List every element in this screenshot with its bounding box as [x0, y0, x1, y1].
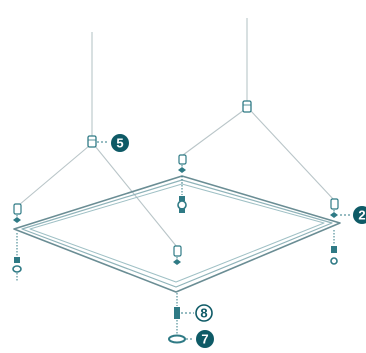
callout-8-label: 8 — [200, 306, 207, 321]
panel-frame — [13, 175, 341, 293]
callout-8: 8 — [195, 304, 213, 322]
frame-outer-edge — [13, 175, 341, 293]
callout-2-label: 2 — [358, 208, 365, 223]
cable-left-to-corner — [18, 145, 90, 206]
suspension-cables — [18, 18, 335, 248]
callout-7-badge — [196, 330, 214, 348]
corner-connector-left — [12, 203, 22, 282]
cable-right-to-back — [182, 109, 245, 156]
callout-5: 5 — [111, 134, 129, 152]
callout-2: 2 — [353, 206, 366, 224]
frame-inner-edge — [29, 183, 325, 283]
corner-connector-right — [330, 198, 350, 265]
hardware-parts — [12, 100, 350, 344]
cable-left-to-front — [94, 145, 178, 248]
callout-7: 7 — [196, 330, 214, 348]
corner-connector-front — [168, 245, 194, 344]
corner-connector-back — [177, 154, 187, 213]
callout-5-badge — [111, 134, 129, 152]
frame-mid-edge — [21, 179, 333, 288]
callout-7-label: 7 — [201, 332, 208, 347]
cable-gripper-left — [87, 135, 107, 148]
callout-8-badge — [195, 304, 213, 322]
callout-2-badge — [353, 206, 366, 224]
cable-gripper-right — [242, 100, 252, 113]
callout-5-label: 5 — [116, 136, 123, 151]
cable-right-to-corner — [249, 109, 335, 201]
